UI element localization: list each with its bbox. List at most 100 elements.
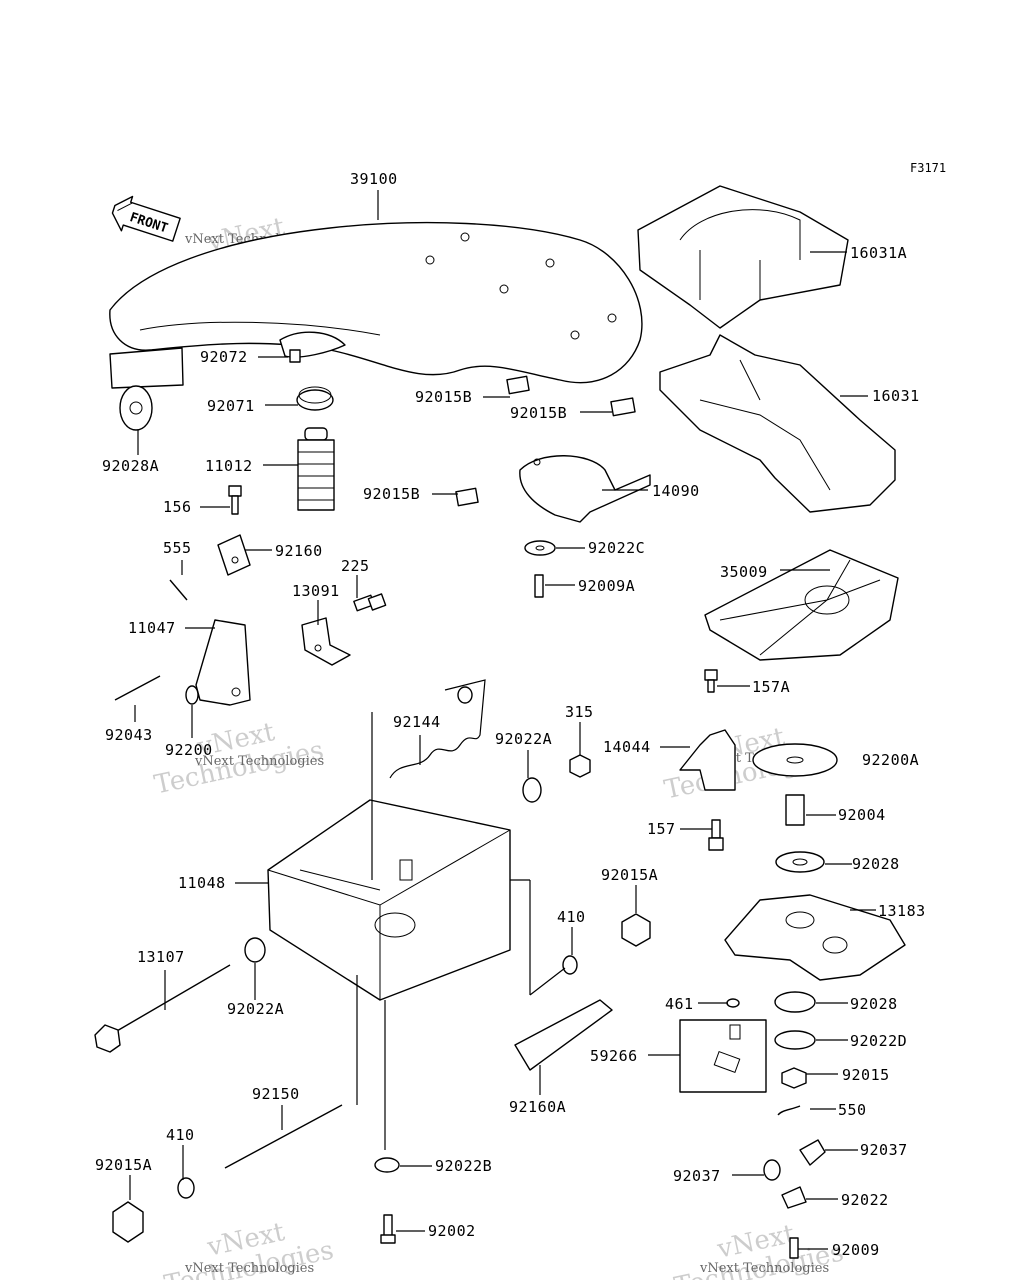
pad-part — [109, 347, 184, 389]
callout-11048: 11048 — [178, 874, 226, 892]
stopper-13091-part — [301, 617, 351, 666]
callout-92015B: 92015B — [415, 388, 472, 406]
clip-92015B-part — [455, 375, 636, 507]
pin-555-part — [169, 579, 188, 601]
callout-92022D: 92022D — [850, 1032, 907, 1050]
callout-16031A: 16031A — [850, 244, 907, 262]
callout-157A: 157A — [752, 678, 790, 696]
leader-lines — [129, 190, 876, 1250]
hull-cover-part — [109, 221, 643, 384]
washer-92022A-part — [244, 777, 542, 963]
nut-315-part — [569, 754, 591, 778]
nut-92015A-part — [112, 913, 651, 1243]
watermark-small: vNext Technologies — [699, 1261, 829, 1276]
band-92072-part — [279, 331, 346, 363]
callout-92022B: 92022B — [435, 1157, 492, 1175]
callout-35009: 35009 — [720, 563, 768, 581]
callout-555: 555 — [163, 539, 192, 557]
callout-92072: 92072 — [200, 348, 248, 366]
callout-225: 225 — [341, 557, 370, 575]
callout-92144: 92144 — [393, 713, 441, 731]
callout-92071: 92071 — [207, 397, 255, 415]
washer-92028-part — [774, 851, 825, 1013]
callout-14044: 14044 — [603, 738, 651, 756]
washer-92022B-part — [374, 1157, 400, 1173]
washer-92022C-part — [524, 540, 556, 556]
pin-550-part — [777, 1105, 801, 1116]
callout-92015A: 92015A — [95, 1156, 152, 1174]
washer-92022D-part — [774, 1030, 816, 1050]
figure-code: F3171 — [910, 161, 946, 175]
bolt-157-part — [708, 819, 724, 851]
callout-92004: 92004 — [838, 806, 886, 824]
callout-92037: 92037 — [673, 1167, 721, 1185]
callout-315: 315 — [565, 703, 594, 721]
bolt-157A-part — [704, 669, 718, 693]
clamp-92037-part — [763, 1139, 826, 1181]
callout-16031: 16031 — [872, 387, 920, 405]
bolt-92009-part — [789, 1237, 799, 1259]
callout-11012: 11012 — [205, 457, 253, 475]
kit-59266-part — [679, 1019, 767, 1093]
callout-92160: 92160 — [275, 542, 323, 560]
washer-410-part — [177, 955, 578, 1199]
watermark-small: vNext Technologies — [194, 754, 324, 769]
spring-92144-part — [389, 679, 486, 779]
grommet-92071-part — [296, 386, 334, 411]
pin-92043-part — [114, 675, 161, 701]
callout-410: 410 — [166, 1126, 195, 1144]
callout-92043: 92043 — [105, 726, 153, 744]
watermark-small: vNext Technologies — [184, 1261, 314, 1276]
callout-92037: 92037 — [860, 1141, 908, 1159]
bolt-92150-part — [224, 1104, 343, 1169]
callout-92015B: 92015B — [510, 404, 567, 422]
housing-16031A-part — [637, 185, 849, 329]
callout-92028: 92028 — [852, 855, 900, 873]
callout-92022C: 92022C — [588, 539, 645, 557]
callout-92200A: 92200A — [862, 751, 919, 769]
bolt-92002-part — [380, 1214, 396, 1244]
callout-92022A: 92022A — [495, 730, 552, 748]
callout-92015: 92015 — [842, 1066, 890, 1084]
bracket-11047-part — [195, 619, 251, 706]
callout-92009: 92009 — [832, 1241, 880, 1259]
callout-92028A: 92028A — [102, 457, 159, 475]
callout-92015A: 92015A — [601, 866, 658, 884]
washer-92200-part — [185, 685, 199, 705]
plate-13183-part — [724, 894, 906, 981]
duct-16031-part — [659, 334, 896, 513]
callout-11047: 11047 — [128, 619, 176, 637]
callout-92022A: 92022A — [227, 1000, 284, 1018]
callout-14090: 14090 — [652, 482, 700, 500]
mount-35009-part — [704, 549, 899, 661]
callout-157: 157 — [647, 820, 676, 838]
bolt-225-part — [353, 593, 387, 612]
callout-92015B: 92015B — [363, 485, 420, 503]
bolt-156-part — [228, 485, 242, 515]
callout-39100: 39100 — [350, 170, 398, 188]
bolt-13107-part — [94, 964, 231, 1053]
callout-13183: 13183 — [878, 902, 926, 920]
bolt-92009A-part — [534, 574, 544, 598]
bracket-14044-part — [679, 729, 736, 791]
callout-461: 461 — [665, 995, 694, 1013]
bracket-92160-part — [217, 534, 251, 576]
stud-92004-part — [785, 794, 805, 826]
nut-92015-part — [781, 1067, 807, 1089]
callout-156: 156 — [163, 498, 192, 516]
washer-92200A-part — [752, 743, 838, 777]
callout-13091: 13091 — [292, 582, 340, 600]
callout-92160A: 92160A — [509, 1098, 566, 1116]
callout-92002: 92002 — [428, 1222, 476, 1240]
rubber-92160A-part — [514, 999, 613, 1071]
callout-92022: 92022 — [841, 1191, 889, 1209]
grommet-92028A-part — [119, 385, 153, 431]
callout-410: 410 — [557, 908, 586, 926]
callout-550: 550 — [838, 1101, 867, 1119]
front-arrow-icon: FRONT — [111, 195, 181, 242]
bellows-11012-part — [297, 427, 335, 511]
callout-92150: 92150 — [252, 1085, 300, 1103]
washer-461-part — [726, 998, 740, 1008]
cover-14090-part — [519, 455, 651, 523]
